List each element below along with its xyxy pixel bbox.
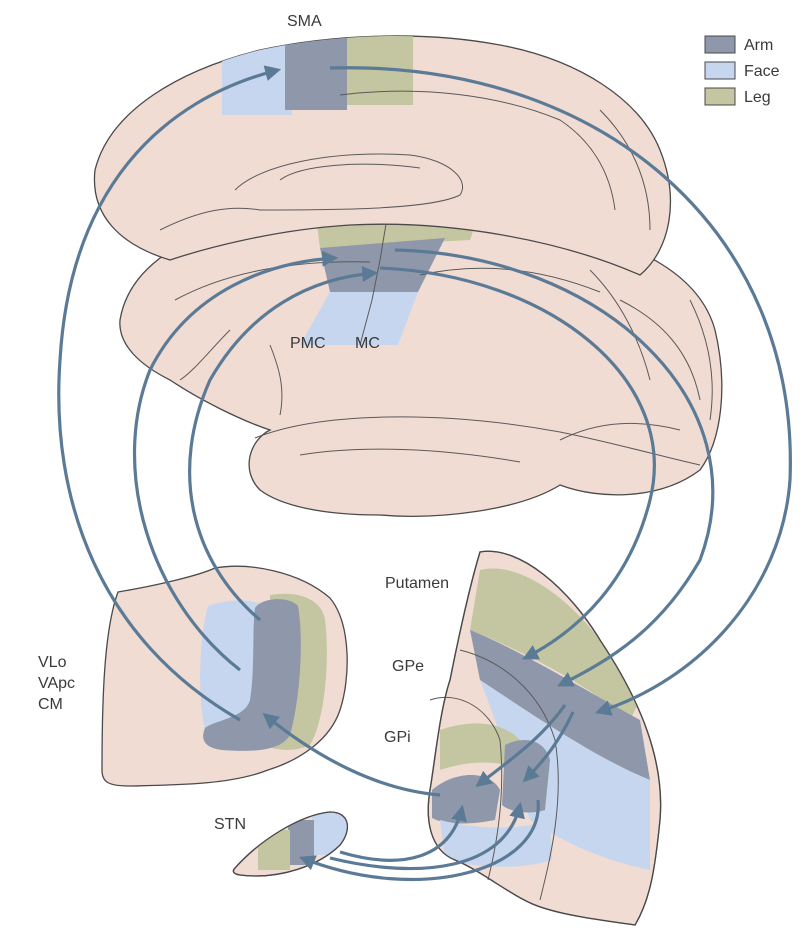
legend-label-arm: Arm bbox=[744, 37, 773, 54]
label-mc: MC bbox=[355, 335, 380, 352]
gpe-arm-zone bbox=[502, 740, 550, 812]
label-putamen: Putamen bbox=[385, 575, 449, 592]
label-thalamus-vlo: VLo bbox=[38, 654, 67, 671]
stn-arm-zone bbox=[288, 820, 314, 865]
legend-swatch-arm bbox=[705, 36, 735, 53]
legend-swatch-leg bbox=[705, 88, 735, 105]
stn-leg-zone bbox=[258, 830, 290, 870]
sma-arm-zone bbox=[285, 30, 347, 110]
thalamus bbox=[102, 566, 347, 786]
legend-label-face: Face bbox=[744, 63, 780, 80]
label-gpe: GPe bbox=[392, 658, 424, 675]
basal-ganglia bbox=[428, 551, 660, 925]
label-gpi: GPi bbox=[384, 729, 411, 746]
label-thalamus-cm: CM bbox=[38, 696, 63, 713]
legend-label-leg: Leg bbox=[744, 89, 771, 106]
subthalamic-nucleus bbox=[233, 805, 352, 876]
legend: Arm Face Leg bbox=[705, 36, 780, 106]
label-sma: SMA bbox=[287, 13, 322, 30]
legend-swatch-face bbox=[705, 62, 735, 79]
label-pmc: PMC bbox=[290, 335, 326, 352]
label-stn: STN bbox=[214, 816, 246, 833]
label-thalamus-vapc: VApc bbox=[38, 675, 75, 692]
sma-face-zone bbox=[222, 30, 292, 115]
